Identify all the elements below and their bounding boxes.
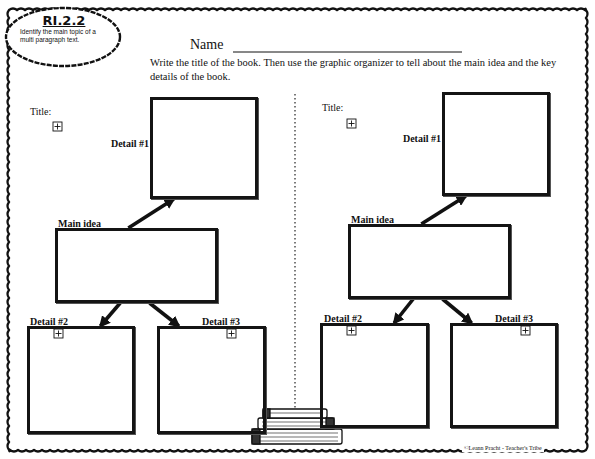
dotted-divider <box>294 94 295 440</box>
answer-box: Detail #1 <box>150 97 258 199</box>
standard-oval: RI.2.2Identify the main topic of a multi… <box>4 6 122 68</box>
box-heading: Main idea <box>351 214 394 225</box>
box-heading: Detail #2 <box>324 313 362 324</box>
name-line <box>233 52 462 53</box>
plus-icons <box>53 119 530 338</box>
standard-code: RI.2.2 <box>20 13 108 28</box>
arrow-connector <box>394 299 413 323</box>
answer-box: Detail #1 <box>442 92 550 196</box>
answer-box: Detail #3 <box>157 326 266 434</box>
arrow-connector <box>443 299 472 323</box>
instructions: Write the title of the book. Then use th… <box>150 56 580 84</box>
name-label: Name <box>190 36 240 53</box>
scalloped-border <box>8 9 588 452</box>
arrow-connector <box>421 196 465 224</box>
arrow-connector <box>100 303 120 326</box>
box-heading: Detail #1 <box>111 138 149 149</box>
title-label: Title: <box>30 106 70 118</box>
answer-box: Detail #3 <box>450 323 558 428</box>
standard-text: Identify the main topic of a multi parag… <box>20 28 108 44</box>
answer-box: Main idea <box>55 228 218 303</box>
box-heading: Main idea <box>58 218 101 229</box>
answer-box: Detail #2 <box>320 323 429 428</box>
box-heading: Detail #2 <box>30 316 68 327</box>
box-heading: Detail #1 <box>403 133 441 144</box>
copyright-note: ©Leann Pracht - Teacher's Tribe <box>462 445 544 452</box>
answer-box: Detail #2 <box>27 326 135 434</box>
title-label: Title: <box>322 102 362 114</box>
arrow-connector <box>150 303 179 326</box>
arrow-connector <box>128 199 173 228</box>
box-heading: Detail #3 <box>202 316 240 327</box>
box-heading: Detail #3 <box>495 313 533 324</box>
answer-box: Main idea <box>348 224 511 299</box>
oval-text: RI.2.2Identify the main topic of a multi… <box>4 6 122 44</box>
